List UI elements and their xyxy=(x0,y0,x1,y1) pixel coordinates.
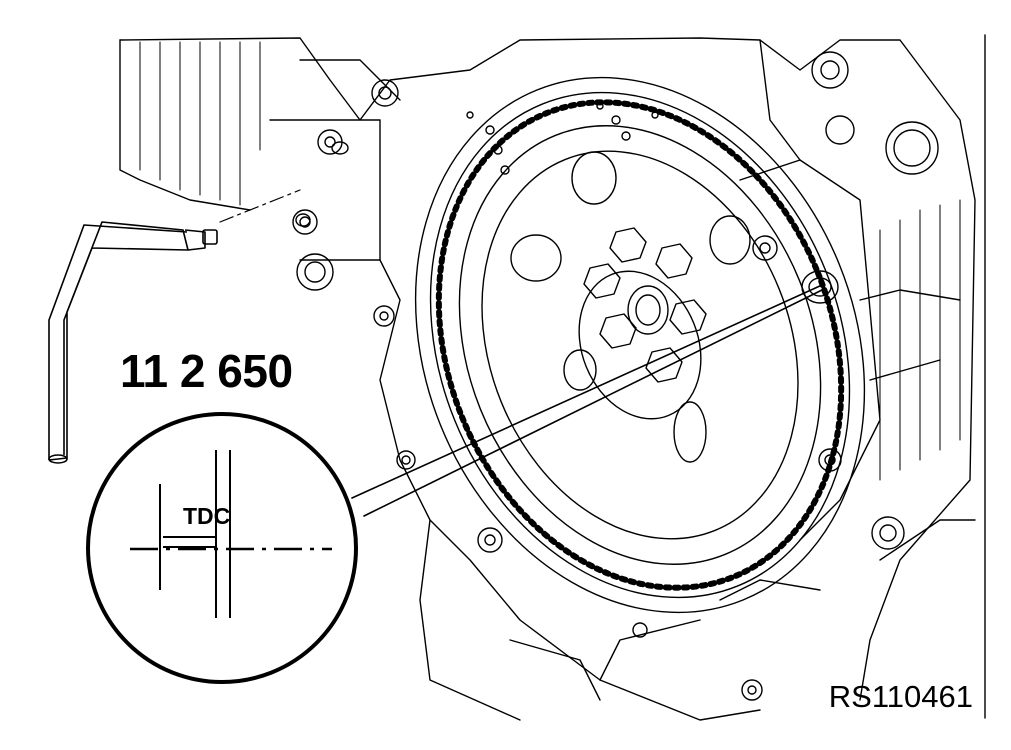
flywheel-ring-gear xyxy=(414,76,866,614)
tool-bore xyxy=(295,141,349,227)
pin-tool-icon xyxy=(48,221,218,464)
flywheel-disc xyxy=(481,150,799,540)
magnifier-detail-circle xyxy=(86,412,358,684)
figure-reference-code: RS110461 xyxy=(828,679,973,714)
side-fins xyxy=(879,199,961,481)
pointer-line-top xyxy=(351,284,823,499)
cylinder-fins xyxy=(139,41,261,206)
tdc-bore xyxy=(801,270,839,304)
alignment-axis xyxy=(219,189,301,223)
tdc-mark-label: TDC xyxy=(183,503,231,529)
engine-block-outline xyxy=(119,37,976,721)
tool-part-number: 11 2 650 xyxy=(120,345,293,397)
pointer-line-bottom xyxy=(363,289,823,517)
crankshaft-bolts xyxy=(583,227,707,383)
flywheel-holes xyxy=(466,102,751,463)
